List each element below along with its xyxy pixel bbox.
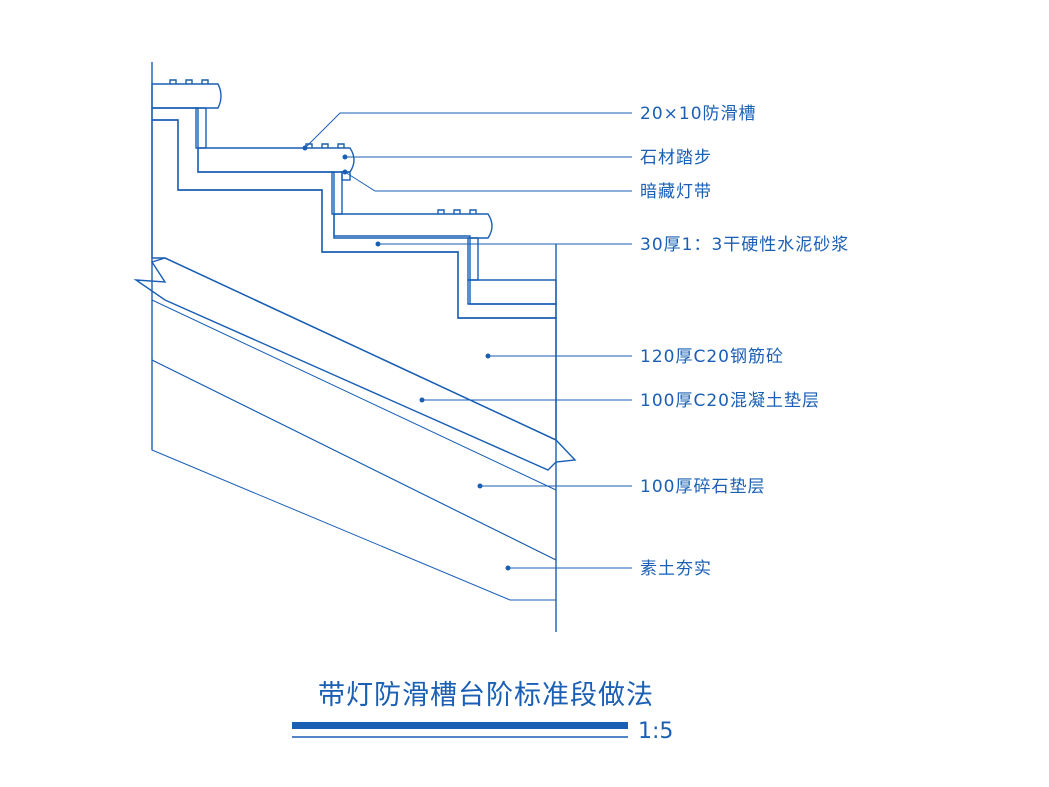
label-anti-slip-groove: 20×10防滑槽 xyxy=(640,104,757,124)
label-gravel-cushion: 100厚碎石垫层 xyxy=(640,477,765,497)
soil-layer xyxy=(151,359,557,601)
stone-tread-lower xyxy=(333,213,493,239)
concrete-cushion-layer xyxy=(133,257,577,471)
label-compacted-soil: 素土夯实 xyxy=(640,559,712,579)
label-concrete-cushion: 100厚C20混凝土垫层 xyxy=(640,391,820,411)
anti-slip-grooves-lower xyxy=(437,209,477,214)
landing-slab xyxy=(467,279,557,305)
label-hidden-light-strip: 暗藏灯带 xyxy=(640,182,712,202)
gravel-layer xyxy=(151,299,557,561)
stone-riser-upper xyxy=(195,107,207,149)
label-mortar: 30厚1：3干硬性水泥砂浆 xyxy=(640,235,849,255)
stone-tread-top xyxy=(151,83,222,109)
label-stone-tread: 石材踏步 xyxy=(640,148,712,168)
label-reinforced-concrete: 120厚C20钢筋砼 xyxy=(640,347,784,367)
drawing-title: 带灯防滑槽台阶标准段做法 xyxy=(318,680,654,711)
stone-riser-middle xyxy=(331,171,343,215)
title-underline-thick xyxy=(292,722,628,729)
leader-lines xyxy=(304,112,632,569)
anti-slip-grooves-top xyxy=(169,79,209,84)
mortar-bed xyxy=(151,107,557,319)
drawing-scale: 1:5 xyxy=(638,719,673,744)
leader-dots xyxy=(302,145,511,571)
stone-tread-middle xyxy=(197,147,355,173)
